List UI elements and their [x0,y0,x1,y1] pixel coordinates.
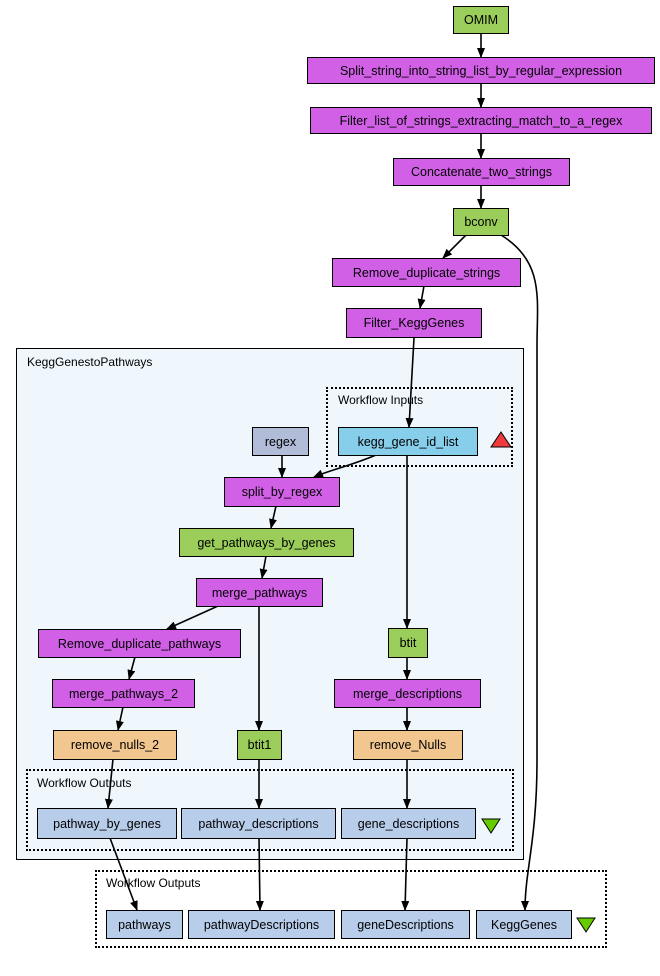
node-btit: btit [388,628,428,658]
edge-filter-kegg-input [405,337,415,428]
edge-split-by-regex-get-pathways [269,505,277,529]
outer-output-marker-icon [576,917,596,933]
edge-remove-nulls-2-pathway-by-genes [104,758,114,809]
cluster-outer-workflow-outputs [95,870,607,948]
edge-merge-pathways-2-remove-nulls-2 [116,706,124,731]
edge-pathway-by-genes-pathways [109,837,138,911]
edge-input-split-by-regex [313,454,377,478]
cluster-workflow-inputs [326,387,513,467]
node-pathway-descriptions-out: pathwayDescriptions [188,910,335,939]
node-kegg-genes: KeggGenes [476,910,572,939]
node-regex: regex [252,427,309,456]
node-merge-descriptions: merge_descriptions [334,679,481,708]
cluster-label-workflow-inputs: Workflow Inputs [338,393,424,407]
edge-pathway-descriptions-out [255,837,264,911]
edge-remove-duplicate-filter-kegg [417,285,426,309]
cluster-label-outer-workflow-outputs: Workflow Outputs [106,876,201,890]
node-btit1: btit1 [237,730,282,760]
edge-gene-descriptions-out [401,837,410,911]
cluster-label-kegg-genes-to-pathways: KeggGenestoPathways [27,355,153,369]
edge-get-pathways-merge-pathways [259,555,268,579]
inner-output-marker-icon [481,818,501,834]
node-merge-pathways-2: merge_pathways_2 [52,679,195,708]
node-gene-descriptions: gene_descriptions [341,808,476,839]
node-pathway-by-genes: pathway_by_genes [37,808,177,839]
node-filter-kegg-genes: Filter_KeggGenes [346,308,482,338]
node-remove-nulls: remove_Nulls [353,730,463,760]
node-merge-pathways: merge_pathways [196,578,323,607]
cluster-label-inner-workflow-outputs: Workflow Outputs [37,776,132,790]
edge-bconv-kegg-genes [500,234,539,911]
edge-bconv-remove-duplicate-strings [442,234,467,259]
node-gene-descriptions-out: geneDescriptions [341,910,470,939]
node-get-pathways-by-genes: get_pathways_by_genes [179,528,354,557]
cluster-inner-workflow-outputs [26,769,514,851]
node-remove-duplicate-pathways: Remove_duplicate_pathways [38,629,241,658]
edge-merge-pathways-remove-duplicate-pathways [166,605,219,630]
node-split-by-regex: split_by_regex [224,477,340,507]
node-kegg-gene-id-list: kegg_gene_id_list [338,427,478,456]
node-pathways: pathways [106,910,183,939]
node-filter-list: Filter_list_of_strings_extracting_match_… [310,107,652,134]
node-remove-duplicate-strings: Remove_duplicate_strings [332,258,521,287]
edge-remove-duplicate-merge-pathways-2 [127,656,136,680]
input-marker-icon [490,431,512,448]
node-remove-nulls-2: remove_nulls_2 [53,730,177,760]
node-bconv: bconv [453,208,509,236]
node-omim: OMIM [453,6,509,34]
node-pathway-descriptions: pathway_descriptions [181,808,336,839]
node-split-string: Split_string_into_string_list_by_regular… [307,57,655,84]
node-concatenate: Concatenate_two_strings [393,158,570,186]
